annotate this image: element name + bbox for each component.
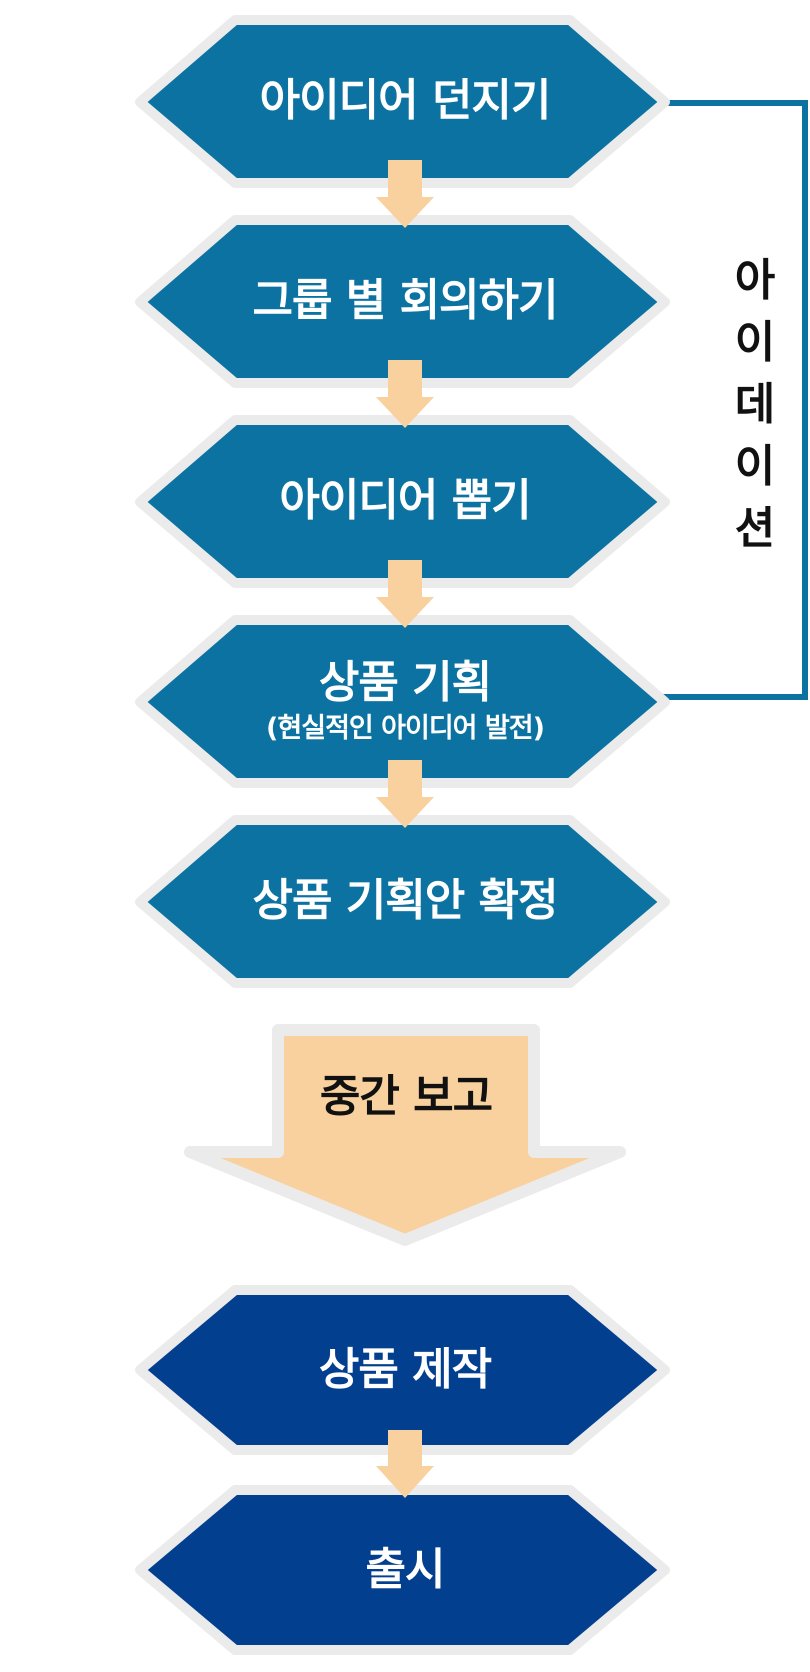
step-hex-4: [135, 615, 670, 788]
connector-arrow-3: [376, 560, 434, 628]
step-4-sublabel: (현실적인 아이디어 발전): [266, 712, 545, 744]
step-hex-1: [135, 15, 670, 188]
final-hex-2: [135, 1485, 670, 1655]
report-arrow: [184, 1024, 626, 1246]
final-step-2: 출시: [140, 1490, 670, 1650]
connector-arrow-1: [376, 160, 434, 228]
step-4-label: 상품 기획: [318, 657, 492, 708]
ideation-bracket: [660, 100, 808, 700]
connector-arrow-4: [376, 760, 434, 828]
step-3-label: 아이디어 뽑기: [279, 475, 531, 527]
connector-arrow-5: [376, 1430, 434, 1498]
step-2: 그룹 별 회의하기: [140, 220, 670, 383]
step-hex-3: [135, 415, 670, 588]
step-hex-2: [135, 215, 670, 388]
step-1: 아이디어 던지기: [140, 20, 670, 183]
final-step-2-label: 출시: [365, 1543, 446, 1595]
step-3: 아이디어 뽑기: [140, 420, 670, 583]
step-5: 상품 기획안 확정: [140, 820, 670, 983]
final-step-1-label: 상품 제작: [318, 1343, 492, 1395]
connector-arrow-2: [376, 360, 434, 428]
step-2-label: 그룹 별 회의하기: [252, 275, 559, 327]
final-hex-1: [135, 1285, 670, 1455]
step-1-label: 아이디어 던지기: [259, 75, 552, 127]
step-4: 상품 기획 (현실적인 아이디어 발전): [140, 620, 670, 783]
step-hex-5: [135, 815, 670, 988]
step-5-label: 상품 기획안 확정: [252, 875, 559, 927]
final-step-1: 상품 제작: [140, 1290, 670, 1450]
report-label: 중간 보고: [319, 1071, 493, 1122]
ideation-label: 아이데이션: [734, 255, 776, 554]
